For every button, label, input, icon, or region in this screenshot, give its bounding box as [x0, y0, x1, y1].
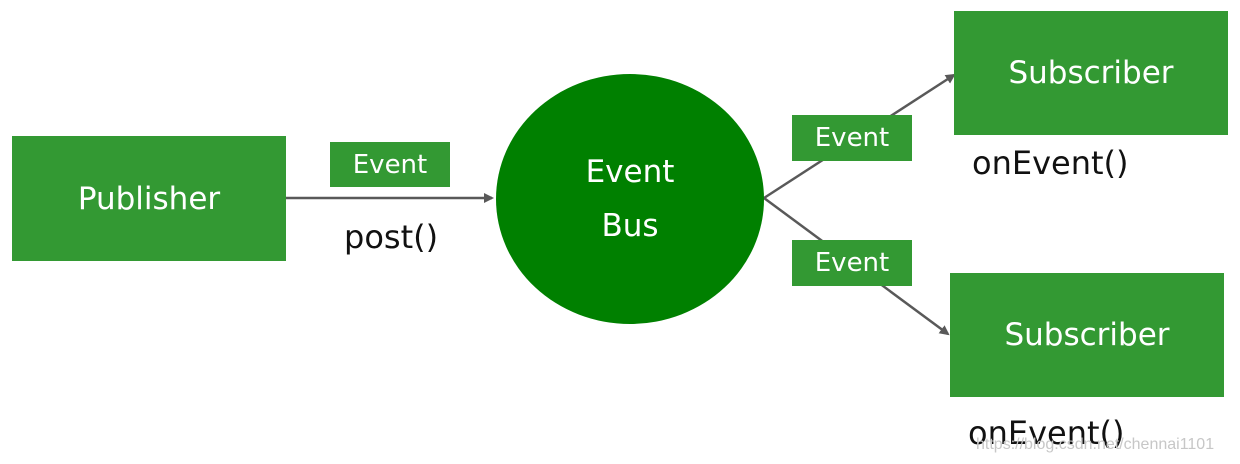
post-method-label: post() [344, 218, 439, 256]
event-bus-label-line1: Event [585, 154, 675, 190]
watermark-text: https://blog.csdn.net/chennai1101 [976, 436, 1215, 453]
subscriber-bottom-node: Subscriber [950, 273, 1224, 397]
event-bus-label-line2: Bus [601, 208, 659, 244]
subscriber-bottom-label: Subscriber [1004, 317, 1170, 353]
subscriber-top-label: Subscriber [1008, 55, 1174, 91]
publisher-node: Publisher [12, 136, 286, 261]
publisher-label: Publisher [77, 180, 221, 217]
top-event-label: Event [814, 123, 890, 153]
bottom-event-label: Event [814, 248, 890, 278]
publisher-event-label: Event [352, 149, 428, 180]
event-bus-node: Event Bus [496, 74, 764, 324]
publisher-event-tag: Event [330, 142, 450, 187]
top-onevent-method-label: onEvent() [972, 144, 1129, 182]
top-event-tag: Event [792, 115, 912, 161]
bottom-onevent-method-label: onEvent() [968, 414, 1125, 452]
subscriber-top-node: Subscriber [954, 11, 1228, 135]
bottom-event-tag: Event [792, 240, 912, 286]
